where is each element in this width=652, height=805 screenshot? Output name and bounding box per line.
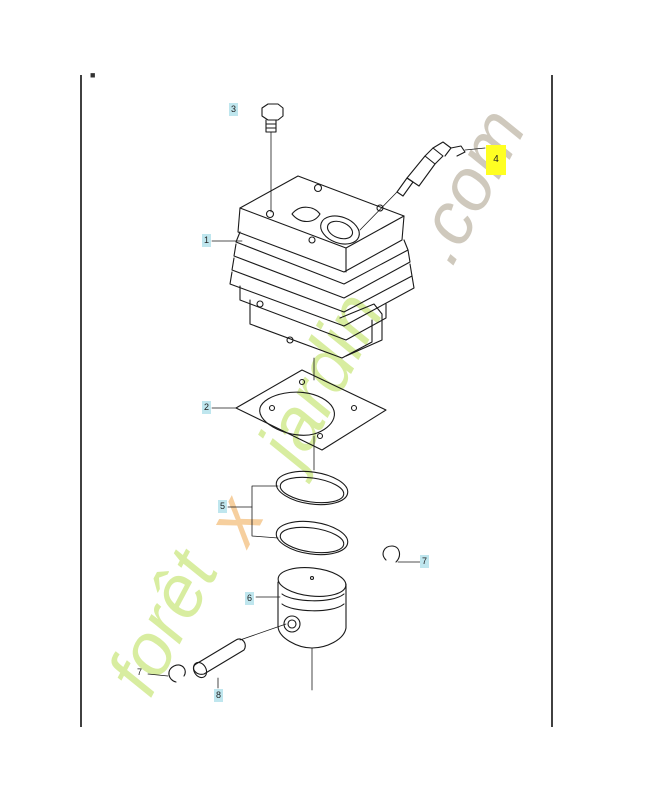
piston-rings	[227, 470, 349, 556]
spark-plug	[359, 141, 486, 231]
circlip-left	[147, 664, 186, 683]
cylinder	[211, 175, 415, 381]
watermark-text-x: x	[187, 481, 280, 558]
piston-pin	[192, 623, 287, 689]
watermark: forêt x jardin .com	[91, 95, 542, 708]
callout-7-left: 7	[136, 667, 142, 677]
callout-2: 2	[202, 401, 211, 414]
callout-4-highlighted: 4	[486, 145, 506, 175]
circlip-right	[382, 545, 421, 563]
callout-7-right: 7	[420, 555, 429, 568]
watermark-text-foret: forêt	[91, 535, 235, 708]
header-mark: ■	[90, 70, 97, 80]
piston	[255, 567, 347, 691]
callout-5: 5	[218, 500, 227, 513]
callout-1: 1	[202, 234, 211, 247]
callout-3: 3	[229, 103, 238, 116]
callout-6: 6	[245, 592, 254, 605]
cylinder-bolt	[261, 103, 284, 213]
watermark-text-com: .com	[393, 95, 542, 276]
cylinder-gasket	[211, 369, 387, 471]
callout-8: 8	[214, 689, 223, 702]
